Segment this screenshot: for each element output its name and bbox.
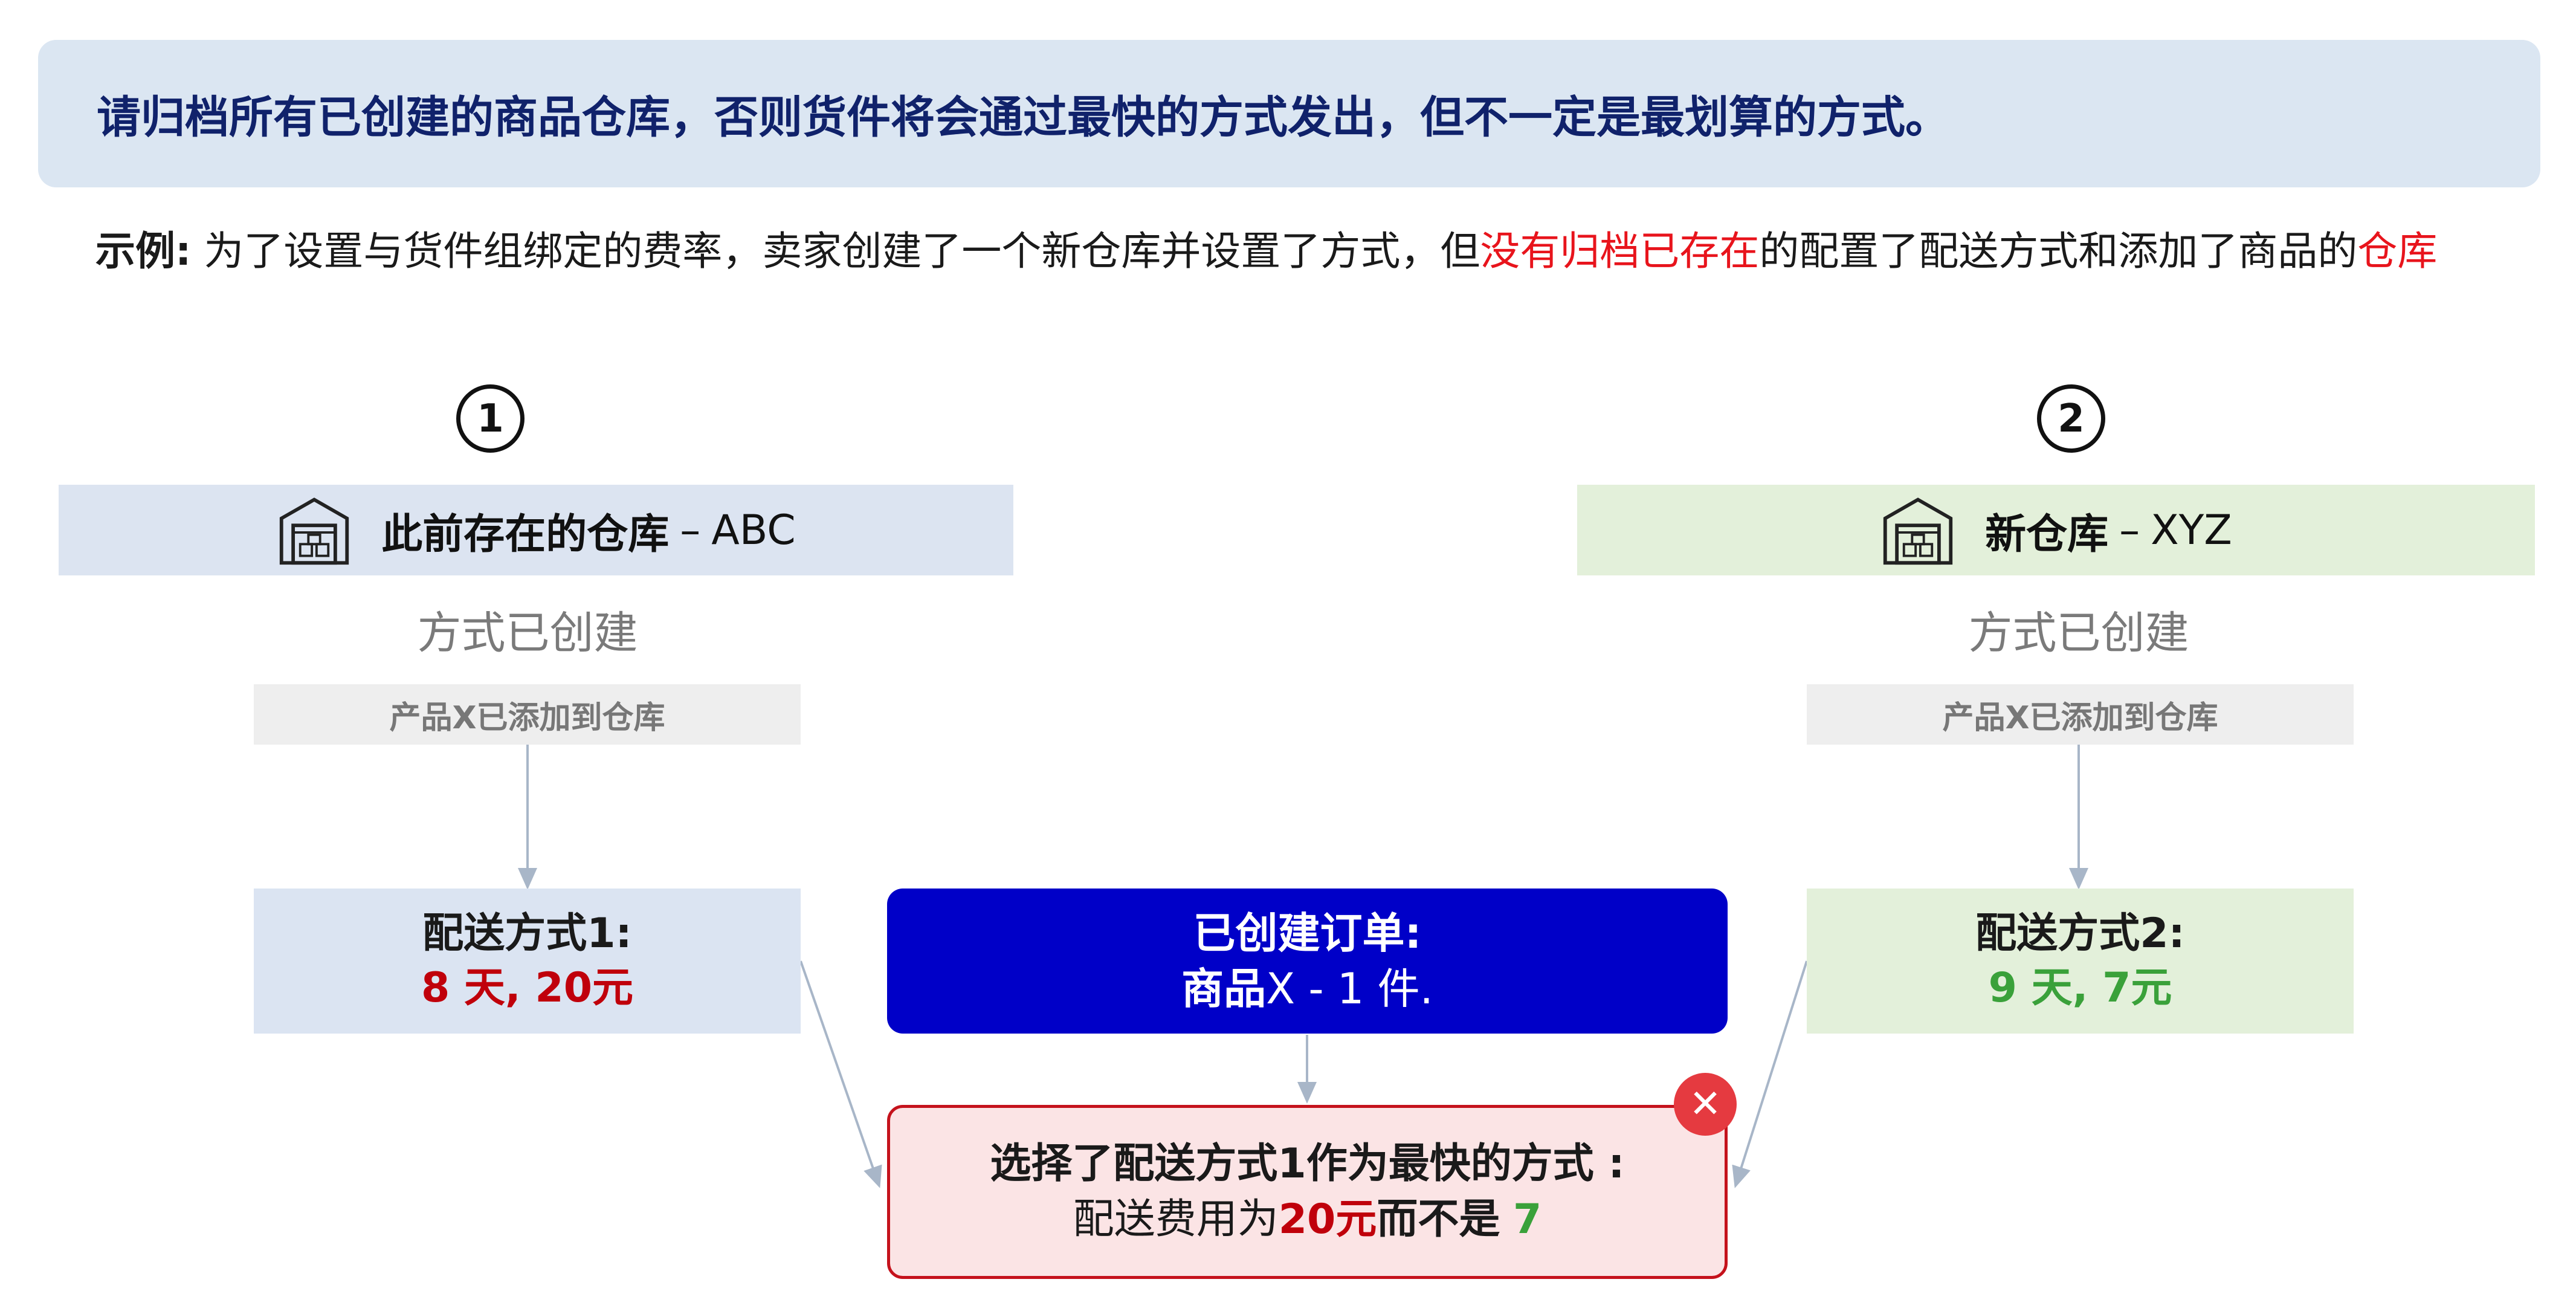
warehouse-abc-header: 此前存在的仓库 – ABC: [59, 485, 1013, 575]
shipping-method-2-box: 配送方式2: 9 天, 7元: [1807, 889, 2354, 1034]
order-created-box: 已创建订单: 商品X - 1 件.: [887, 889, 1728, 1034]
warehouse-abc-name: 此前存在的仓库: [381, 510, 670, 558]
result-actual-cost: 20元: [1278, 1196, 1377, 1243]
example-highlight-2: 仓库: [2357, 228, 2438, 274]
warehouse-xyz-separator: –: [2119, 506, 2140, 554]
method-created-right: 方式已创建: [1968, 607, 2189, 659]
step-two-circle: 2: [2037, 384, 2105, 453]
warehouse-abc-separator: –: [680, 506, 701, 554]
warehouse-xyz-header: 新仓库 – XYZ: [1577, 485, 2535, 575]
result-expected-cost: 7: [1512, 1196, 1542, 1243]
step-one-circle: 1: [456, 384, 525, 453]
warehouse-icon: [1883, 497, 1953, 565]
order-product-label: 商品: [1181, 964, 1267, 1014]
close-icon-glyph: ✕: [1689, 1082, 1722, 1127]
shipping-method-2-value: 9 天, 7元: [1988, 964, 2172, 1012]
result-line-2: 配送费用为20元而不是 7: [1073, 1192, 1542, 1248]
method-created-left: 方式已创建: [417, 607, 638, 659]
product-added-left: 产品X已添加到仓库: [254, 684, 801, 745]
shipping-method-2-title: 配送方式2:: [1975, 910, 2185, 957]
result-line-1: 选择了配送方式1作为最快的方式 :: [990, 1140, 1625, 1188]
product-added-right: 产品X已添加到仓库: [1807, 684, 2354, 745]
warehouse-icon: [280, 497, 349, 565]
step-one-number: 1: [477, 396, 504, 441]
order-product-line: 商品X - 1 件.: [1181, 961, 1433, 1017]
result-instead-of: 而不是: [1377, 1196, 1500, 1243]
instruction-banner: 请归档所有已创建的商品仓库，否则货件将会通过最快的方式发出，但不一定是最划算的方…: [38, 40, 2540, 187]
banner-text: 请归档所有已创建的商品仓库，否则货件将会通过最快的方式发出，但不一定是最划算的方…: [97, 92, 1949, 143]
step-two-number: 2: [2058, 396, 2085, 441]
example-highlight-1: 没有归档已存在: [1480, 228, 1760, 274]
close-icon: ✕: [1674, 1073, 1737, 1136]
arrow-ship1-to-result: [799, 960, 882, 1188]
warehouse-xyz-code: XYZ: [2151, 506, 2232, 554]
order-title: 已创建订单:: [1193, 908, 1422, 958]
example-text-1: 为了设置与货件组绑定的费率，卖家创建了一个新仓库并设置了方式，但: [191, 228, 1480, 274]
warehouse-xyz-name: 新仓库: [1985, 510, 2109, 558]
result-box: 选择了配送方式1作为最快的方式 : 配送费用为20元而不是 7: [887, 1105, 1728, 1279]
order-product-detail: X - 1 件.: [1266, 964, 1433, 1014]
example-label: 示例:: [95, 228, 192, 274]
result-prefix: 配送费用为: [1073, 1196, 1279, 1243]
example-text-2: 的配置了配送方式和添加了商品的: [1759, 228, 2358, 274]
warehouse-abc-code: ABC: [711, 506, 796, 554]
shipping-method-1-box: 配送方式1: 8 天, 20元: [254, 889, 801, 1034]
shipping-method-1-title: 配送方式1:: [422, 910, 632, 957]
example-paragraph: 示例: 为了设置与货件组绑定的费率，卖家创建了一个新仓库并设置了方式，但没有归档…: [95, 225, 2525, 278]
arrow-ship2-to-result: [1732, 960, 1808, 1188]
shipping-method-1-value: 8 天, 20元: [421, 964, 634, 1012]
